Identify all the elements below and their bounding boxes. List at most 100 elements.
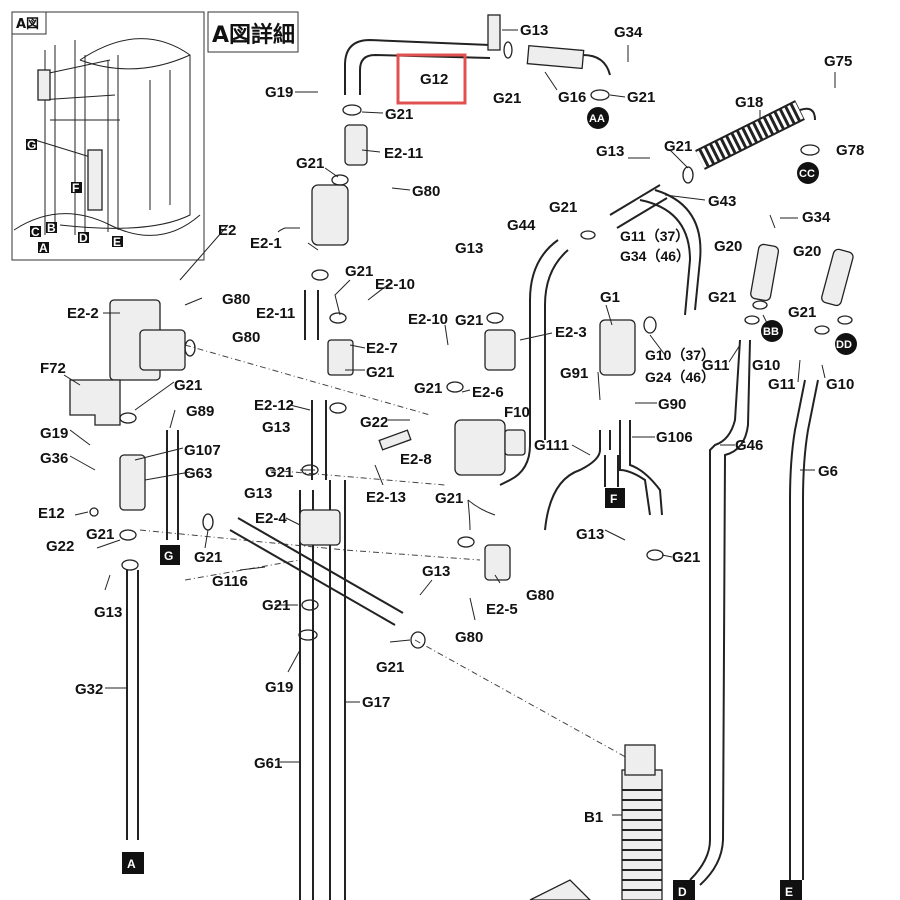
- marker-bb: BB: [763, 326, 779, 338]
- label-g90: G90: [658, 396, 686, 413]
- label-g22-b: G22: [46, 538, 74, 555]
- marker-e: E: [785, 885, 793, 899]
- label-g19-top: G19: [265, 84, 293, 101]
- label-e12: E12: [38, 505, 65, 522]
- circle-markers: AA CC BB DD: [587, 107, 857, 355]
- label-g34-46: G34（46）: [620, 248, 690, 264]
- label-g21-d: G21: [664, 138, 692, 155]
- marker-dd: DD: [836, 339, 852, 351]
- pipes: [126, 38, 819, 900]
- label-g21-q: G21: [672, 549, 700, 566]
- label-g80-b: G80: [222, 291, 250, 308]
- inset-marker-d: D: [79, 231, 88, 245]
- label-e2-12: E2-12: [254, 397, 294, 414]
- label-e2-11-b: E2-11: [256, 305, 295, 322]
- label-g107: G107: [184, 442, 221, 459]
- label-g13-top: G13: [520, 22, 548, 39]
- label-g80-e: G80: [455, 629, 483, 646]
- label-g116: G116: [212, 573, 248, 590]
- label-g6: G6: [818, 463, 838, 480]
- leader-lines: [63, 29, 836, 816]
- label-g21-t: G21: [376, 659, 404, 676]
- detail-title-box: A図詳細: [207, 11, 299, 53]
- label-g13-b: G13: [596, 143, 624, 160]
- label-e2-5: E2-5: [486, 601, 518, 618]
- label-e2-1: E2-1: [250, 235, 282, 252]
- label-g34-top: G34: [614, 24, 643, 41]
- label-g21-s: G21: [262, 597, 290, 614]
- label-g21-g: G21: [345, 263, 373, 280]
- label-g21-j: G21: [788, 304, 816, 321]
- marker-g: G: [164, 549, 173, 563]
- marker-cc: CC: [799, 168, 815, 180]
- label-g11-b: G11: [768, 376, 796, 393]
- label-e2-11-top: E2-11: [384, 145, 423, 162]
- label-g63: G63: [184, 465, 212, 482]
- label-g11-a: G11: [702, 357, 730, 374]
- label-g22-a: G22: [360, 414, 388, 431]
- label-g80-c: G80: [232, 329, 260, 346]
- label-g10-a: G10: [752, 357, 780, 374]
- inset-marker-g: G: [27, 138, 36, 152]
- label-f72: F72: [40, 360, 66, 377]
- label-g80-d: G80: [526, 587, 554, 604]
- label-g17: G17: [362, 694, 390, 711]
- marker-aa: AA: [589, 113, 605, 125]
- inset-marker-a: A: [39, 241, 48, 255]
- marker-f: F: [610, 492, 617, 506]
- label-g12[interactable]: G12: [420, 71, 448, 88]
- label-g18: G18: [735, 94, 763, 111]
- label-g10-b: G10: [826, 376, 854, 393]
- highlight-box[interactable]: [396, 53, 467, 105]
- label-g24-46: G24（46）: [645, 369, 715, 385]
- inset-title: A図: [16, 17, 39, 32]
- label-g21-p: G21: [86, 526, 114, 543]
- label-e2-3: E2-3: [555, 324, 587, 341]
- label-g21-a: G21: [385, 106, 413, 123]
- inset-marker-f: F: [72, 181, 79, 195]
- label-g20-b: G20: [793, 243, 821, 260]
- marker-d: D: [678, 885, 687, 899]
- label-g21-f: G21: [549, 199, 577, 216]
- label-e2: E2: [218, 222, 236, 239]
- label-g13-d: G13: [262, 419, 290, 436]
- o-rings: [89, 41, 853, 649]
- part-labels: G13 G34 G12 G19 G21 G21 G16 G21 G75 G18 …: [38, 22, 864, 826]
- inset-marker-c: C: [31, 225, 40, 239]
- pipe-markers: G F A D E: [122, 488, 802, 900]
- label-g89: G89: [186, 403, 214, 420]
- label-g13-e: G13: [244, 485, 272, 502]
- label-g34-b: G34: [802, 209, 831, 226]
- label-g75: G75: [824, 53, 852, 70]
- label-g21-l: G21: [174, 377, 202, 394]
- label-g21-b: G21: [493, 90, 521, 107]
- label-e2-10-a: E2-10: [375, 276, 415, 293]
- label-g19-b: G19: [40, 425, 68, 442]
- label-e2-4: E2-4: [255, 510, 287, 527]
- label-g13-c: G13: [455, 240, 483, 257]
- label-g21-r: G21: [194, 549, 222, 566]
- label-g10-37: G10（37）: [645, 347, 715, 363]
- label-f10: F10: [504, 404, 530, 421]
- label-g19-c: G19: [265, 679, 293, 696]
- label-g61: G61: [254, 755, 282, 772]
- label-e2-6: E2-6: [472, 384, 504, 401]
- label-g78: G78: [836, 142, 864, 159]
- inset-marker-e: E: [113, 235, 121, 249]
- label-g111: G111: [534, 437, 569, 454]
- marker-a: A: [127, 857, 136, 871]
- label-g13-g: G13: [422, 563, 450, 580]
- label-g21-k: G21: [366, 364, 394, 381]
- label-g11-37: G11（37）: [620, 228, 689, 244]
- label-b1: B1: [584, 809, 603, 826]
- label-g21-o: G21: [435, 490, 463, 507]
- label-e2-10-b: E2-10: [408, 311, 448, 328]
- label-g16: G16: [558, 89, 586, 106]
- label-g13-f: G13: [576, 526, 604, 543]
- label-g80-a: G80: [412, 183, 440, 200]
- label-g13-h: G13: [94, 604, 122, 621]
- label-g106: G106: [656, 429, 693, 446]
- label-g91: G91: [560, 365, 588, 382]
- detail-title: A図詳細: [212, 22, 295, 48]
- label-e2-13: E2-13: [366, 489, 406, 506]
